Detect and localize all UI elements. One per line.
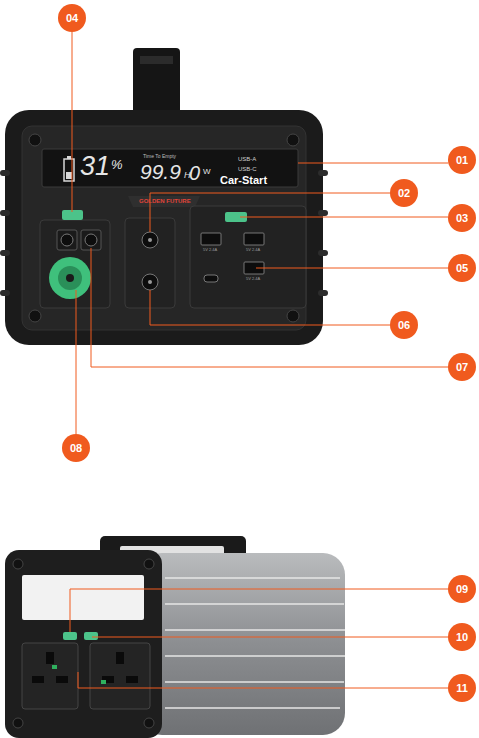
ac-button <box>84 632 98 640</box>
callout-text: 11 <box>456 682 468 694</box>
led-light-panel <box>22 575 144 620</box>
callout-number: 01 <box>448 146 476 174</box>
display-unit: % <box>111 158 123 171</box>
display-indicator: USB-C <box>238 166 257 172</box>
callout-text: 09 <box>456 583 468 595</box>
usb-ports <box>201 233 264 282</box>
usb-panel <box>190 206 306 308</box>
callout-number: 09 <box>448 575 476 603</box>
callout-number: 04 <box>58 4 86 32</box>
callout-text: 02 <box>398 187 410 199</box>
callout-text: 10 <box>456 631 468 643</box>
callout-number: 06 <box>390 311 418 339</box>
dc-panel <box>40 220 110 308</box>
display-indicator: Car-Start <box>220 175 267 186</box>
screws <box>13 559 154 728</box>
callout-number: 08 <box>62 434 90 462</box>
callout-text: 04 <box>66 12 78 24</box>
light-button <box>63 632 77 640</box>
callout-text: 05 <box>456 262 468 274</box>
callout-number: 03 <box>448 204 476 232</box>
dc5521-ports <box>142 232 158 290</box>
display-reading: 99.9 <box>140 161 181 182</box>
ac-sockets <box>22 643 150 709</box>
callout-text: 07 <box>456 361 468 373</box>
port-rating: 5V 2.4A <box>203 248 217 252</box>
leader-lines <box>70 32 448 688</box>
handle-grip <box>140 56 173 64</box>
callout-number: 10 <box>448 623 476 651</box>
aluminium-shell <box>140 553 345 735</box>
callout-text: 06 <box>398 319 410 331</box>
rear-face <box>5 550 162 738</box>
brand-name: GOLDEN FUTURE <box>139 198 191 204</box>
lcd-display <box>42 149 298 187</box>
display-reading: 31 <box>80 153 110 180</box>
port-rating: 5V 2.4A <box>246 277 260 281</box>
face-plate <box>22 126 306 330</box>
display-unit: W <box>203 168 211 176</box>
bumper-case <box>5 110 323 345</box>
car-socket <box>49 257 91 299</box>
display-caption: Time To Empty <box>143 154 176 159</box>
handle <box>133 48 180 118</box>
callout-text: 03 <box>456 212 468 224</box>
callout-text: 08 <box>70 442 82 454</box>
callout-number: 02 <box>390 179 418 207</box>
callout-text: 01 <box>456 154 468 166</box>
display-reading: 0 <box>189 163 200 183</box>
port-rating: 5V 2.4A <box>246 248 260 252</box>
display-indicator: USB-A <box>238 156 256 162</box>
dc-ports <box>57 230 101 250</box>
callout-number: 07 <box>448 353 476 381</box>
front-panel-device <box>0 48 328 345</box>
brand-plate <box>128 196 200 207</box>
callout-number: 11 <box>448 674 476 702</box>
callout-number: 05 <box>448 254 476 282</box>
